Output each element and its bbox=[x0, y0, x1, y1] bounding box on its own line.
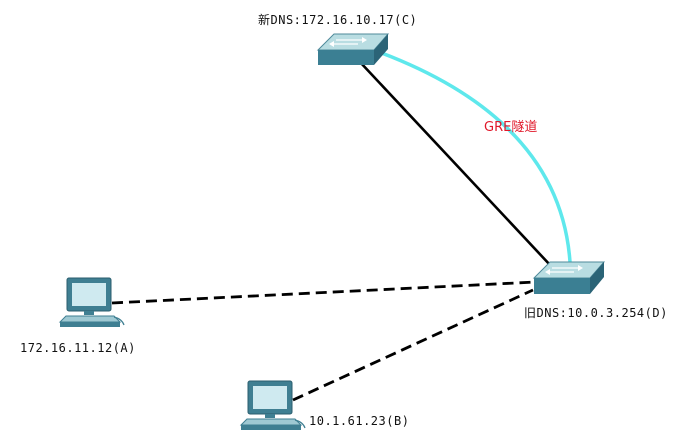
new-dns-label: 新DNS:172.16.10.17(C) bbox=[258, 13, 418, 27]
host-b-label: 10.1.61.23(B) bbox=[309, 414, 410, 428]
host-a-pc-icon[interactable] bbox=[58, 277, 125, 327]
link-b-to-d bbox=[292, 288, 534, 402]
old-dns-label: 旧DNS:10.0.3.254(D) bbox=[524, 306, 668, 320]
new-dns-switch-icon[interactable] bbox=[316, 33, 390, 65]
host-a-label: 172.16.11.12(A) bbox=[20, 341, 136, 355]
link-c-to-d bbox=[359, 61, 552, 267]
old-dns-switch-icon[interactable] bbox=[532, 261, 606, 294]
host-b-pc-icon[interactable] bbox=[239, 380, 306, 430]
gre-tunnel-label: GRE隧道 bbox=[484, 120, 538, 135]
gre-tunnel-link bbox=[378, 50, 572, 263]
link-a-to-d bbox=[111, 280, 537, 305]
